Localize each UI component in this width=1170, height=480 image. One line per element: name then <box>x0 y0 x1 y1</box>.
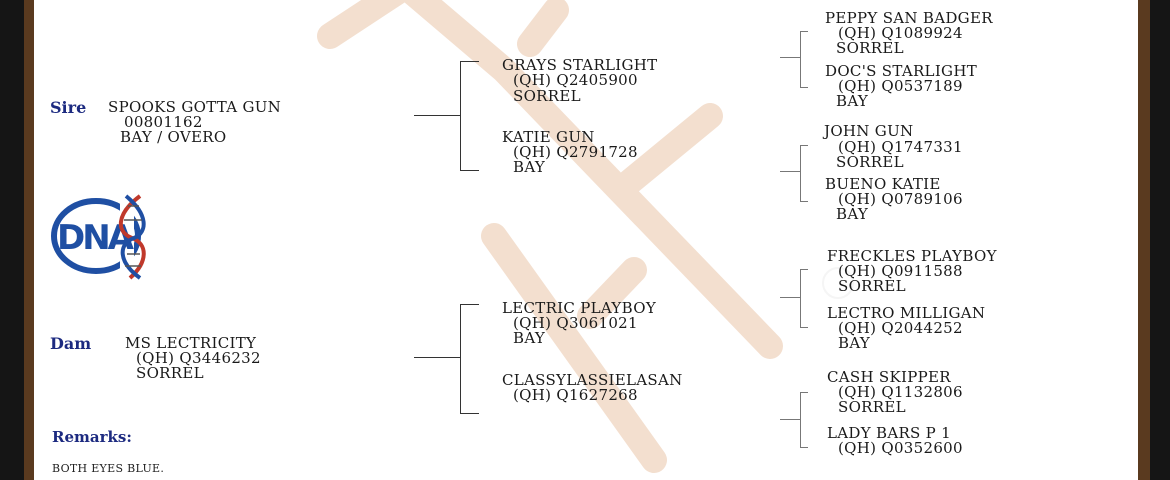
remarks-text: BOTH EYES BLUE. <box>52 462 165 475</box>
sire-dam-registration: (QH) Q2791728 <box>513 143 638 161</box>
ggp-bracket <box>800 269 808 328</box>
sire-sire-color: SORREL <box>513 87 581 105</box>
ggp-name: LECTRO MILLIGAN <box>827 304 986 322</box>
ggp-connector-stem <box>780 419 800 420</box>
sire-bracket <box>460 61 479 171</box>
remarks-label: Remarks: <box>52 428 132 446</box>
sire-label: Sire <box>50 98 87 117</box>
dam-name: MS LECTRICITY <box>125 334 257 352</box>
ggp-registration: (QH) Q2044252 <box>838 319 963 337</box>
ggp-color: BAY <box>836 205 869 223</box>
ggp-name: LADY BARS P 1 <box>827 424 951 442</box>
dam-bracket <box>460 304 479 414</box>
ggp-bracket <box>800 145 808 202</box>
ggp-color: SORREL <box>838 277 906 295</box>
sire-dam-color: BAY <box>513 158 546 176</box>
dam-sire-registration: (QH) Q3061021 <box>513 314 638 332</box>
ggp-bracket <box>800 31 808 88</box>
ggp-name: PEPPY SAN BADGER <box>825 9 993 27</box>
ggp-color: SORREL <box>838 398 906 416</box>
ggp-color: SORREL <box>836 153 904 171</box>
ggp-registration: (QH) Q0911588 <box>838 262 963 280</box>
ggp-registration: (QH) Q1089924 <box>838 24 963 42</box>
watermark-logo <box>317 0 854 473</box>
dam-connector-stem <box>414 357 460 358</box>
ggp-bracket <box>800 392 808 448</box>
ggp-connector-stem <box>780 171 800 172</box>
ggp-color: SORREL <box>836 39 904 57</box>
dam-dam-registration: (QH) Q1627268 <box>513 386 638 404</box>
dam-label: Dam <box>50 334 92 353</box>
ggp-color: BAY <box>838 334 871 352</box>
ggp-color: BAY <box>836 92 869 110</box>
ggp-registration: (QH) Q1132806 <box>838 383 963 401</box>
dam-sire-name: LECTRIC PLAYBOY <box>502 299 657 317</box>
ggp-name: BUENO KATIE <box>825 175 941 193</box>
dam-dam-name: CLASSYLASSIELASAN <box>502 371 683 389</box>
sire-sire-registration: (QH) Q2405900 <box>513 71 638 89</box>
dam-color: SORREL <box>136 364 204 382</box>
sire-color: BAY / OVERO <box>120 128 227 146</box>
ggp-name: FRECKLES PLAYBOY <box>827 247 997 265</box>
ggp-registration: (QH) Q1747331 <box>838 138 963 156</box>
ggp-registration: (QH) Q0789106 <box>838 190 963 208</box>
sire-connector-stem <box>414 115 460 116</box>
sire-registration: 00801162 <box>124 113 203 131</box>
ggp-name: JOHN GUN <box>824 122 914 140</box>
dna-logo-icon: DNA <box>51 194 146 280</box>
ggp-registration: (QH) Q0537189 <box>838 77 963 95</box>
dam-registration: (QH) Q3446232 <box>136 349 261 367</box>
sire-sire-name: GRAYS STARLIGHT <box>502 56 658 74</box>
ggp-name: CASH SKIPPER <box>827 368 951 386</box>
ggp-name: DOC'S STARLIGHT <box>825 62 978 80</box>
sire-name: SPOOKS GOTTA GUN <box>108 98 282 116</box>
ggp-connector-stem <box>780 297 800 298</box>
ggp-registration: (QH) Q0352600 <box>838 439 963 457</box>
dam-sire-color: BAY <box>513 329 546 347</box>
pedigree-certificate: Sire Dam Remarks: BOTH EYES BLUE. DNA SP… <box>34 0 1138 480</box>
sire-dam-name: KATIE GUN <box>502 128 595 146</box>
ggp-connector-stem <box>780 57 800 58</box>
